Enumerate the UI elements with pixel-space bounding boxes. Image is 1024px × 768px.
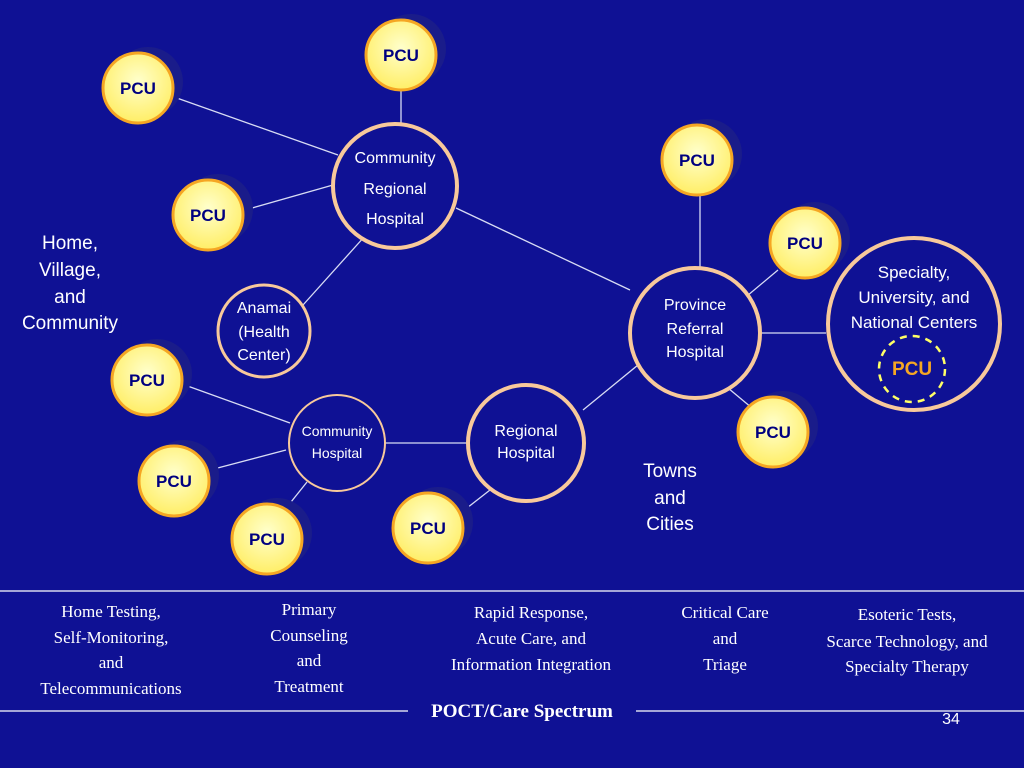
spectrum-text-line: Self-Monitoring,: [54, 628, 169, 647]
home-village-community-label: Home, Village, and Community: [22, 233, 119, 334]
dashed-pcu-ring: [877, 334, 947, 404]
node-label-line: Community: [355, 150, 436, 167]
pcu-node-community-bottom: PCU: [230, 498, 312, 576]
connector-lines: [173, 90, 826, 516]
specialty-pcu-label: PCU: [892, 359, 932, 380]
pcu-label: PCU: [249, 530, 285, 549]
node-label-line: National Centers: [851, 313, 978, 332]
pcu-label: PCU: [383, 46, 419, 65]
pcu-label: PCU: [120, 79, 156, 98]
spectrum-text-line: and: [713, 629, 738, 648]
slide-number: 34: [942, 711, 960, 728]
node-label-line: Specialty,: [878, 263, 950, 282]
spectrum-text-line: Primary: [282, 600, 337, 619]
pcu-node-community-middle: PCU: [137, 440, 219, 518]
node-label-line: Hospital: [312, 445, 363, 461]
spectrum-text-line: Esoteric Tests,: [858, 605, 957, 624]
pcu-label: PCU: [410, 519, 446, 538]
node-label-line: Anamai: [237, 300, 291, 317]
community-hospital-node: Community Hospital: [288, 394, 386, 492]
spectrum-col-home-testing: Home Testing, Self-Monitoring, and Telec…: [40, 602, 181, 698]
area-label-line: Cities: [646, 514, 694, 535]
pcu-node-upper-left: PCU: [101, 47, 183, 125]
pcu-label: PCU: [787, 234, 823, 253]
pcu-node-regional: PCU: [391, 487, 473, 565]
node-label-line: Regional: [363, 181, 426, 198]
spectrum-col-rapid-response: Rapid Response, Acute Care, and Informat…: [451, 603, 612, 674]
spectrum-text-line: Treatment: [274, 677, 344, 696]
node-label-line: Center): [237, 347, 290, 364]
pcu-node-province-lower-right: PCU: [736, 391, 818, 469]
spectrum-text-line: Home Testing,: [61, 602, 161, 621]
pcu-label: PCU: [190, 206, 226, 225]
area-label-line: Village,: [39, 260, 101, 281]
node-label-line: University, and: [858, 288, 969, 307]
pcu-node-top: PCU: [364, 14, 446, 92]
spectrum-text-line: Telecommunications: [40, 679, 181, 698]
pcu-node-province-upper-right: PCU: [768, 202, 850, 280]
spectrum-text-line: Information Integration: [451, 655, 612, 674]
pcu-node-community-top: PCU: [110, 339, 192, 417]
node-label-line: Hospital: [366, 211, 424, 228]
area-label-line: Community: [22, 313, 119, 334]
spectrum-col-critical-care: Critical Care and Triage: [681, 603, 768, 674]
pcu-label: PCU: [129, 371, 165, 390]
node-label-line: (Health: [238, 324, 290, 341]
pcu-label: PCU: [755, 423, 791, 442]
spectrum-text-line: Scarce Technology, and: [826, 632, 988, 651]
area-label-line: and: [654, 488, 686, 509]
regional-hospital-node: Regional Hospital: [466, 383, 586, 503]
spectrum-text-line: and: [297, 651, 322, 670]
node-label-line: Referral: [667, 321, 724, 338]
area-label-line: Home,: [42, 233, 98, 254]
node-label-line: Hospital: [666, 344, 724, 361]
anamai-health-center-node: Anamai (Health Center): [216, 283, 312, 379]
spectrum-text-line: Critical Care: [681, 603, 768, 622]
node-label-line: Province: [664, 297, 726, 314]
node-label-line: Community: [302, 423, 373, 439]
province-referral-hospital-node: Province Referral Hospital: [628, 266, 762, 400]
spectrum-col-primary: Primary Counseling and Treatment: [270, 600, 348, 696]
node-label-line: Hospital: [497, 445, 555, 462]
area-label-line: and: [54, 287, 86, 308]
pcu-label: PCU: [156, 472, 192, 491]
towns-cities-label: Towns and Cities: [643, 461, 697, 535]
spectrum-text-line: Rapid Response,: [474, 603, 588, 622]
area-label-line: Towns: [643, 461, 697, 482]
spectrum-text-line: Triage: [703, 655, 747, 674]
pcu-node-left: PCU: [171, 174, 253, 252]
specialty-centers-node: Specialty, University, and National Cent…: [826, 236, 1002, 412]
spectrum-text-line: and: [99, 653, 124, 672]
pcu-node-province-top: PCU: [660, 119, 742, 197]
spectrum-text-line: Acute Care, and: [476, 629, 586, 648]
node-label-line: Regional: [494, 423, 557, 440]
spectrum-col-esoteric: Esoteric Tests, Scarce Technology, and S…: [826, 605, 988, 676]
pcu-label: PCU: [679, 151, 715, 170]
spectrum-title: POCT/Care Spectrum: [431, 701, 613, 722]
community-regional-hospital-node: Community Regional Hospital: [331, 122, 459, 250]
spectrum-text-line: Counseling: [270, 626, 348, 645]
spectrum-text-line: Specialty Therapy: [845, 657, 969, 676]
